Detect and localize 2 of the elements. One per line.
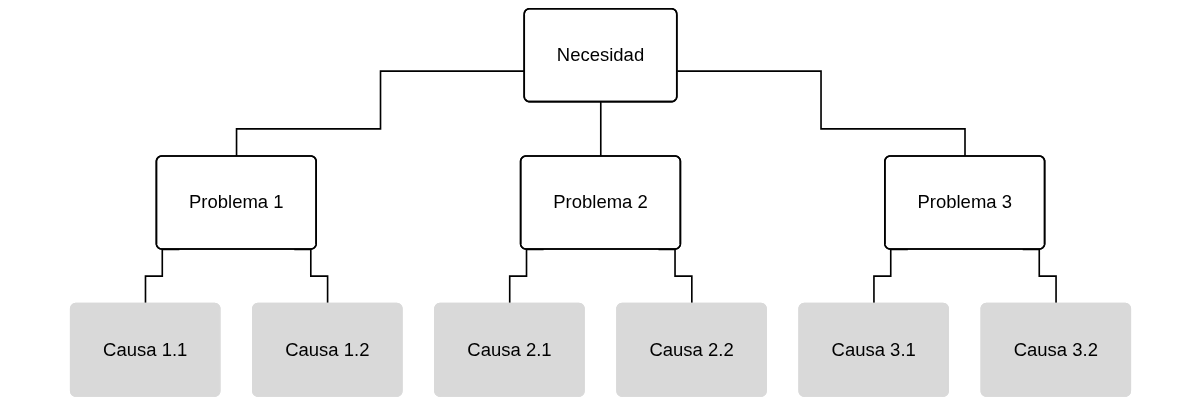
connector xyxy=(676,70,967,158)
connector xyxy=(599,101,602,158)
